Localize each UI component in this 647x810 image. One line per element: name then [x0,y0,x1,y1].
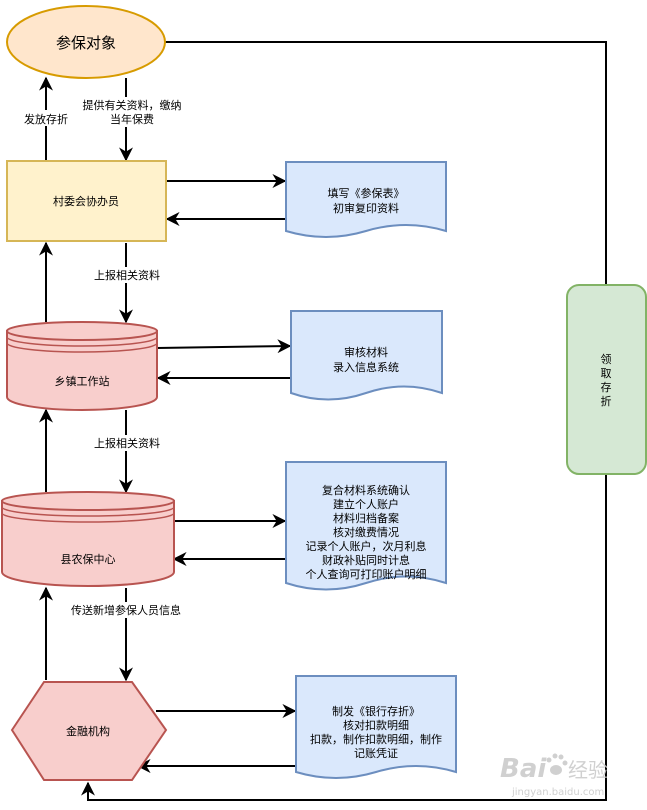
doc-town-shape [290,310,443,401]
doc-county-line-4: 核对缴费情况 [333,525,399,539]
county-cylinder-ring [1,506,175,523]
doc-county-line-6: 财政补贴同时计息 [322,553,410,567]
watermark-brand-cn: 经验 [568,758,608,782]
node-bank: 金融机构 [10,681,168,781]
edge-collect-to-bank [81,474,607,801]
doc-town: 审核材料 录入信息系统 [290,310,443,401]
label-report-1: 上报相关资料 [94,268,160,282]
collect-char-2: 取 [601,367,612,380]
edge-town-to-doc [156,339,292,354]
village-label: 村委会协办员 [53,194,119,208]
watermark-url: jingyan.baidu.com [511,787,604,798]
label-report-2: 上报相关资料 [94,436,160,450]
edge-labels: 发放存折 提供有关资料，缴纳 当年保费 上报相关资料 上报相关资料 传送新增参保… [18,97,190,618]
doc-bank-line-3: 扣款，制作扣款明细，制作 [310,732,442,746]
county-label: 县农保中心 [61,552,116,566]
node-collect: 领 取 存 折 [566,284,647,475]
doc-county-line-7: 个人查询可打印账户明细 [306,567,427,581]
label-issue-passbook: 发放存折 [24,112,68,126]
node-county: 县农保中心 [1,491,175,587]
doc-village-shape [285,161,447,238]
doc-village-line-2: 初审复印资料 [333,201,399,215]
label-provide-materials-1: 提供有关资料，缴纳 [83,98,182,112]
doc-county-shape [285,461,447,591]
county-cylinder [1,500,175,587]
label-provide-materials-2: 当年保费 [110,112,154,126]
baidu-watermark: Bai 经验 jingyan.baidu.com [500,753,608,798]
insured-label: 参保对象 [56,34,116,52]
watermark-brand: Bai [500,754,547,784]
county-cylinder-top [1,491,175,511]
doc-bank-line-1: 制发《银行存折》 [332,704,420,718]
collect-box [566,284,647,475]
edges [39,41,607,801]
node-insured: 参保对象 [6,5,166,79]
doc-bank-line-4: 记账凭证 [354,746,398,760]
doc-village-line-1: 填写《参保表》 [328,186,405,200]
node-village: 村委会协办员 [6,160,167,242]
doc-bank-line-2: 核对扣款明细 [343,718,409,732]
village-box [6,160,167,242]
collect-char-3: 存 [601,380,612,394]
doc-town-line-1: 审核材料 [344,345,388,359]
doc-bank: 制发《银行存折》 核对扣款明细 扣款，制作扣款明细，制作 记账凭证 [295,675,457,779]
insured-ellipse [6,5,166,79]
doc-county-line-5: 记录个人账户，次月利息 [306,539,427,553]
node-town: 乡镇工作站 [6,321,158,411]
town-cylinder-top [6,321,158,341]
collect-char-4: 折 [601,394,612,408]
paw-icon [546,753,568,775]
town-label: 乡镇工作站 [55,374,110,388]
doc-bank-shape [295,675,457,779]
collect-char-1: 领 [601,353,612,366]
town-cylinder-ring [6,336,158,353]
bank-hexagon [10,681,168,781]
doc-county: 复合材料系统确认 建立个人账户 材料归档备案 核对缴费情况 记录个人账户，次月利… [285,461,447,591]
label-transmit-info: 传送新增参保人员信息 [71,603,181,617]
bank-label: 金融机构 [66,724,110,738]
doc-county-line-1: 复合材料系统确认 [322,483,410,497]
edge-insured-to-collect [165,41,607,285]
doc-county-line-2: 建立个人账户 [333,497,399,511]
doc-county-line-3: 材料归档备案 [333,511,399,525]
doc-village: 填写《参保表》 初审复印资料 [285,161,447,238]
doc-town-line-2: 录入信息系统 [333,360,399,374]
